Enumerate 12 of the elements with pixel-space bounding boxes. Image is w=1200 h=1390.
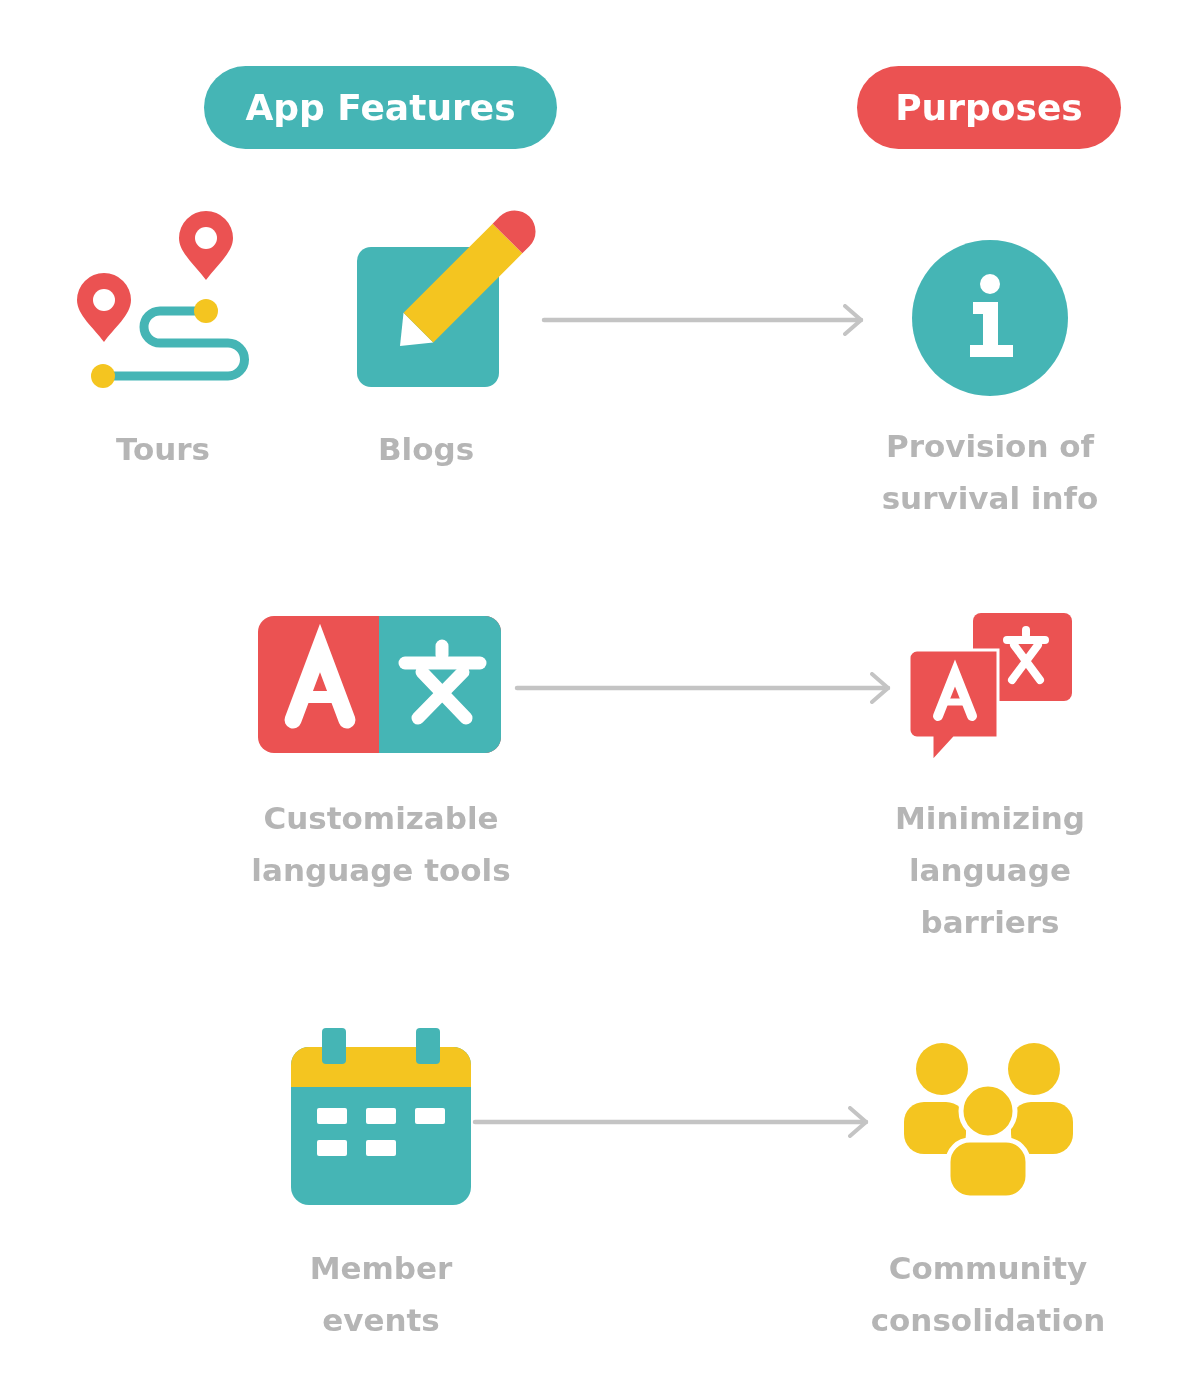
arrow: [514, 672, 891, 704]
feature-label: Minimizing language barriers: [894, 799, 1086, 942]
feature-label: Member events: [308, 1249, 454, 1340]
feature-label: Blogs: [376, 430, 476, 469]
heading-pill: App Features: [204, 66, 557, 149]
feature-label: Community consolidation: [870, 1249, 1106, 1340]
heading-pill: Purposes: [857, 66, 1121, 149]
feature-label: Provision of survival info: [880, 427, 1100, 518]
arrow: [541, 304, 864, 336]
feature-label: Tours: [114, 430, 212, 469]
feature-label: Customizable language tools: [250, 799, 512, 890]
arrow: [472, 1106, 869, 1138]
